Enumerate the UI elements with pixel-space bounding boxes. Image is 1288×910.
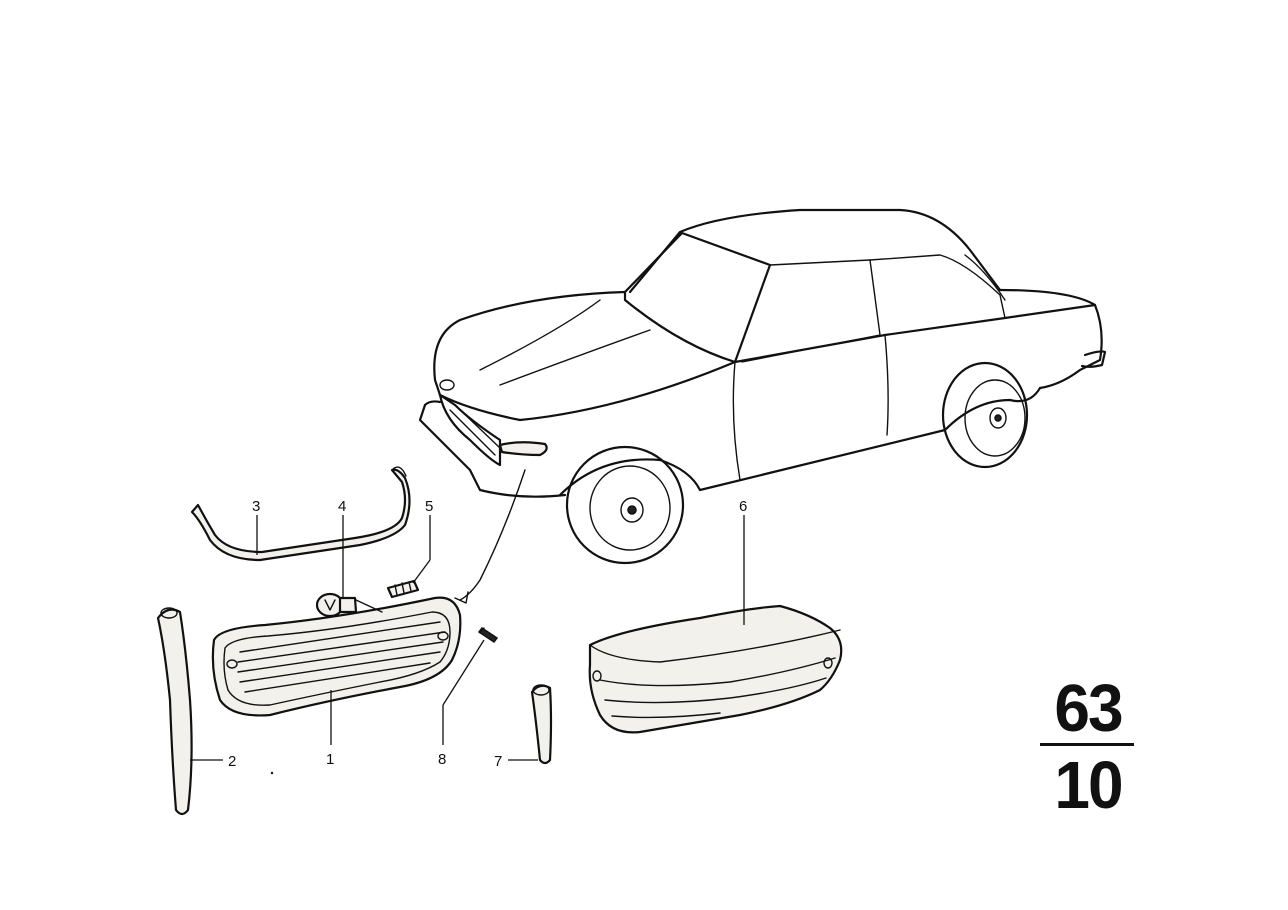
callout-3: 3 [252, 498, 260, 515]
part-8-screw [477, 626, 499, 644]
callout-8: 8 [438, 751, 446, 768]
part-5-socket [386, 579, 420, 599]
assembly-connector [459, 469, 526, 601]
part-4-bulb [315, 592, 358, 618]
part-7-grommet [530, 684, 553, 765]
main-group-number: 63 [1054, 670, 1123, 746]
part-6-side-indicator [588, 604, 843, 734]
part-1-indicator-lens [211, 596, 462, 717]
callout-2: 2 [228, 753, 236, 770]
callout-1: 1 [326, 751, 334, 768]
leader-5b [412, 559, 431, 584]
connector-arrow [454, 591, 469, 604]
callout-6: 6 [739, 498, 747, 515]
leader-8b [442, 639, 485, 706]
part-2-seal [156, 607, 193, 816]
sub-group-number: 10 [1054, 747, 1123, 823]
part-3-trim-strip [190, 466, 411, 562]
callout-7: 7 [494, 753, 502, 770]
callout-5: 5 [425, 498, 433, 515]
callout-4: 4 [338, 498, 346, 515]
group-divider [1040, 743, 1134, 746]
car-illustration [418, 208, 1107, 565]
